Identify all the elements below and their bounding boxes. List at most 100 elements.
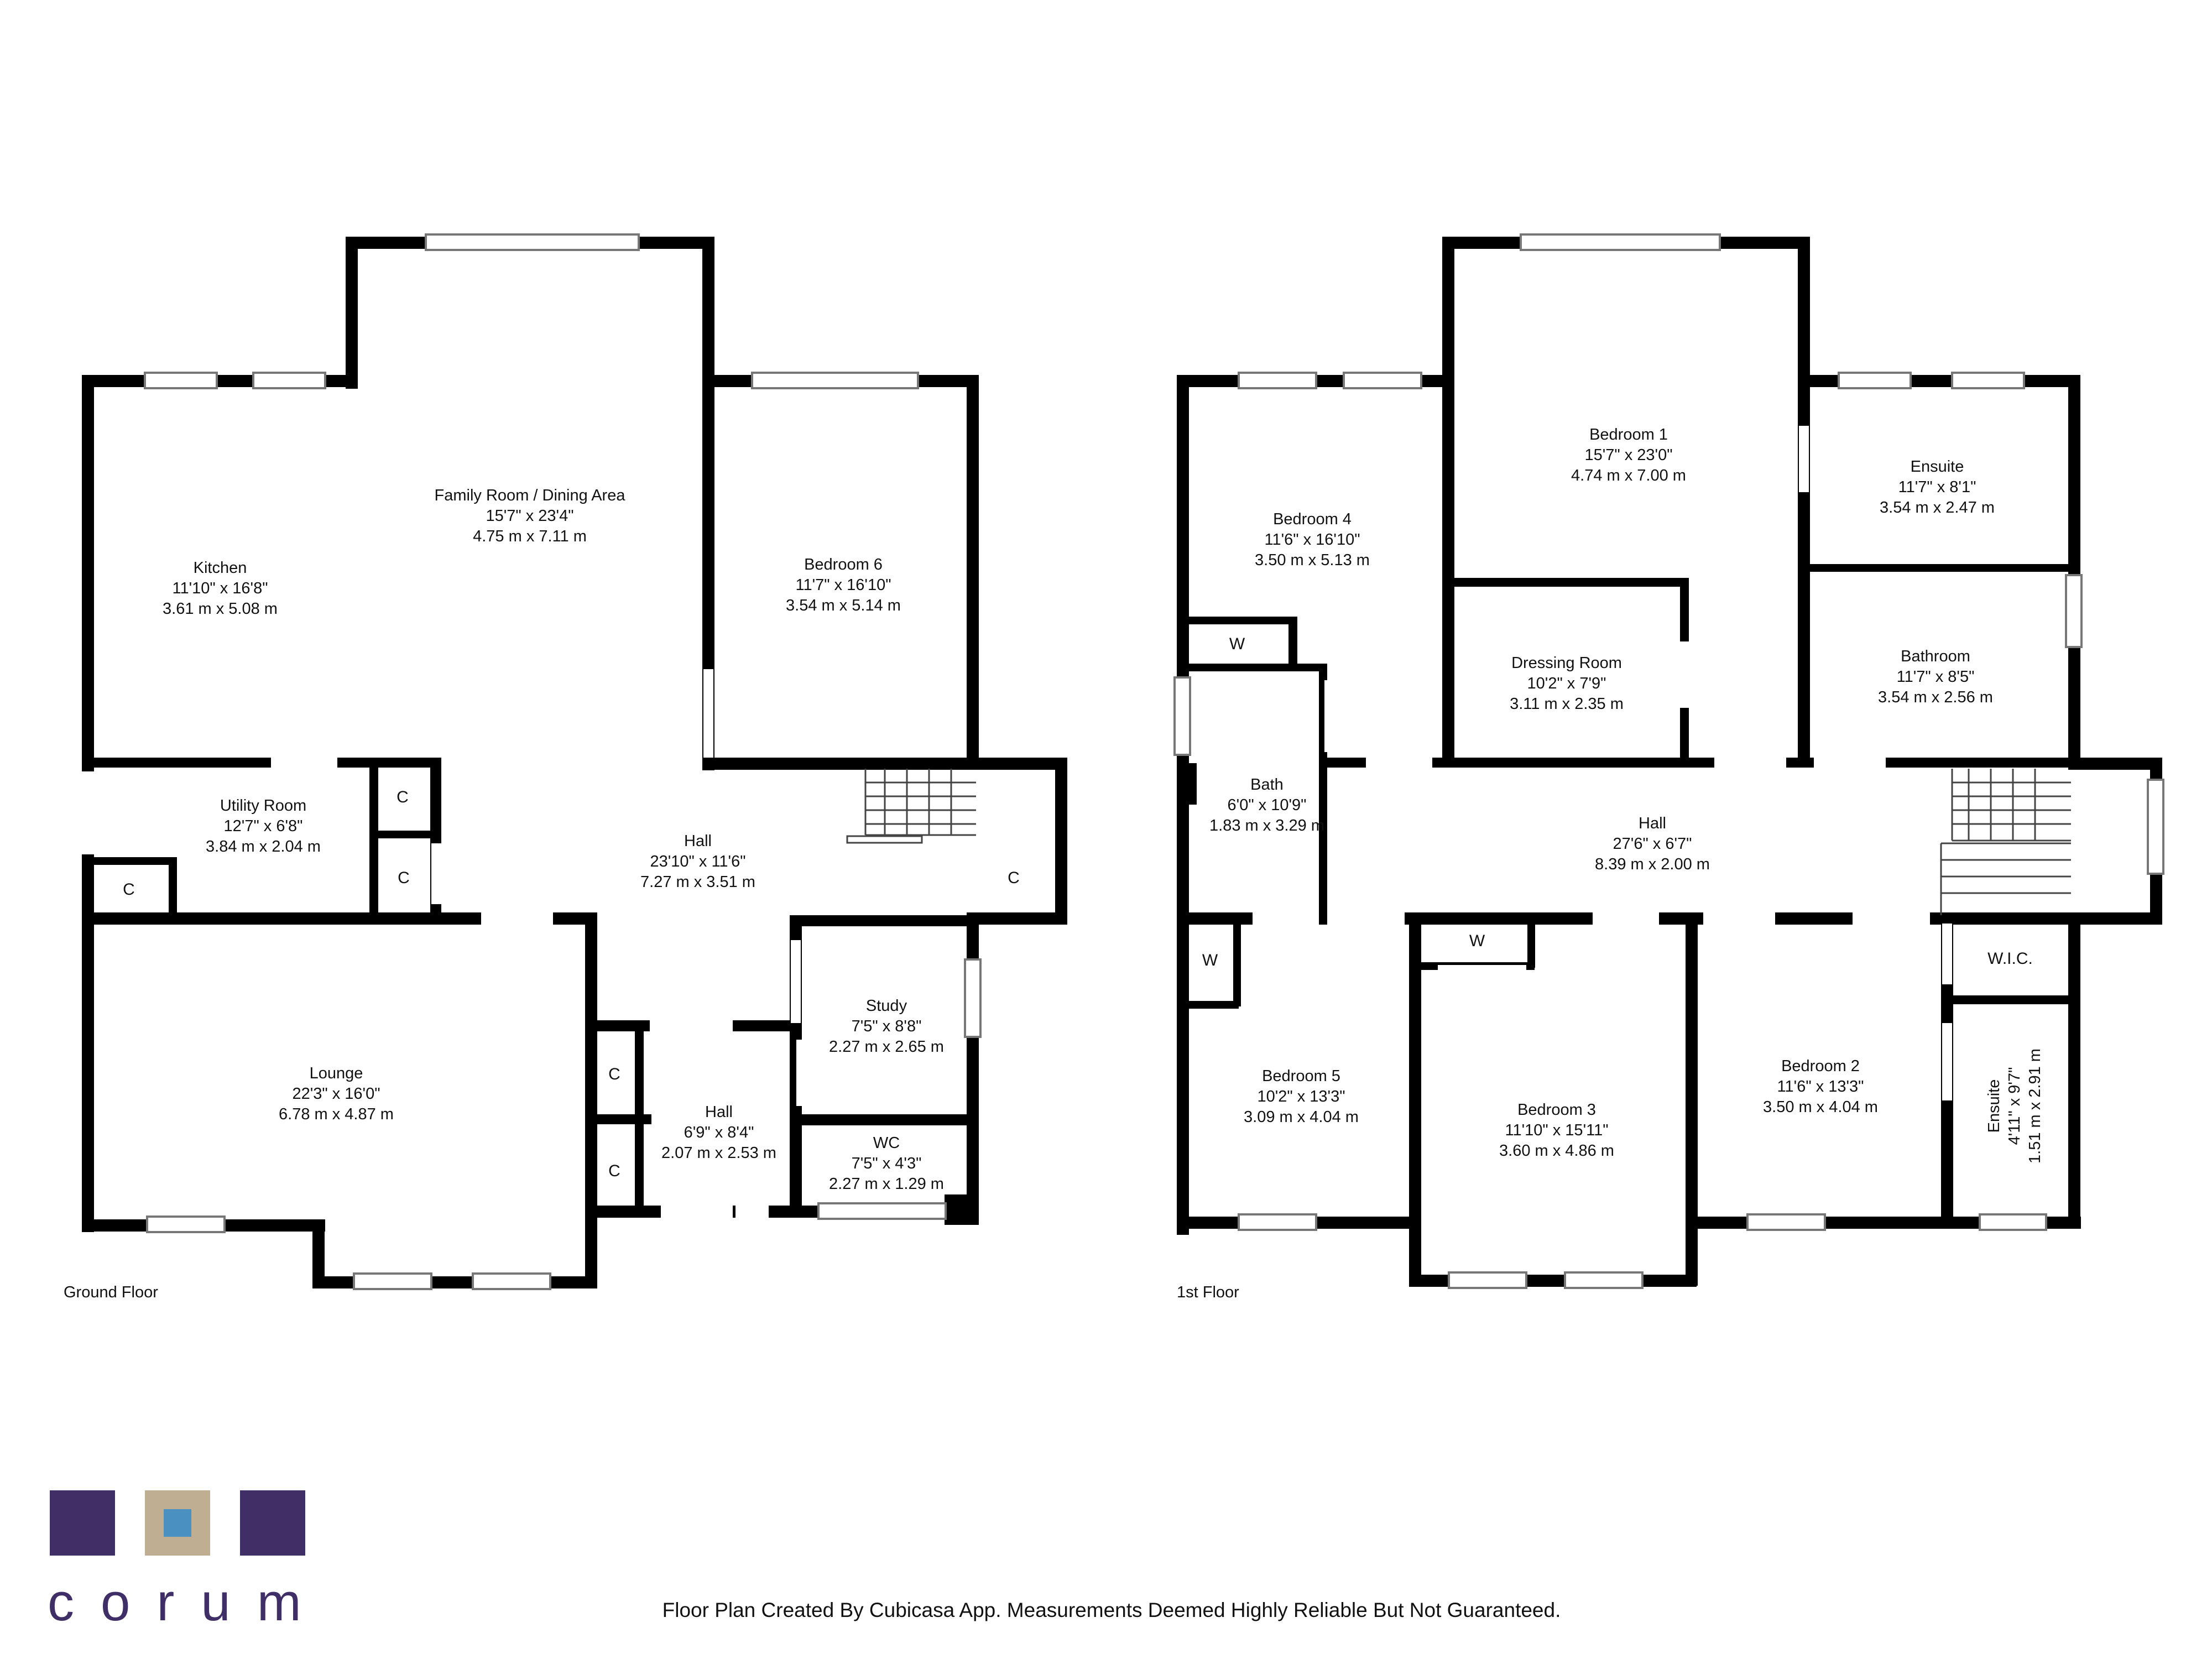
svg-text:11'10" x 15'11": 11'10" x 15'11" [1505,1121,1609,1139]
room-label-bedroom-3: Bedroom 3 11'10" x 15'11" 3.60 m x 4.86 … [1499,1101,1614,1160]
svg-text:4'11" x 9'7": 4'11" x 9'7" [2006,1067,2023,1145]
svg-text:11'7" x 16'10": 11'7" x 16'10" [795,576,891,594]
svg-text:Ensuite: Ensuite [1911,458,1964,476]
svg-text:Hall: Hall [705,1103,733,1121]
floor-label-ground: Ground Floor [64,1284,158,1301]
svg-text:WC: WC [873,1134,900,1152]
svg-text:22'3" x 16'0": 22'3" x 16'0" [292,1085,380,1103]
ground-floor-windows [80,233,982,1290]
svg-text:Bedroom 4: Bedroom 4 [1273,510,1352,528]
svg-text:Bedroom 2: Bedroom 2 [1781,1057,1860,1075]
svg-text:6'0" x 10'9": 6'0" x 10'9" [1228,796,1307,814]
room-label-study: Study 7'5" x 8'8" 2.27 m x 2.65 m [829,997,944,1056]
svg-text:3.54 m x 5.14 m: 3.54 m x 5.14 m [786,597,901,614]
svg-text:Utility Room: Utility Room [220,797,306,815]
first-floor-stairs [1940,769,2071,915]
closet-label: C [1008,869,1020,887]
svg-text:10'2" x 7'9": 10'2" x 7'9" [1527,675,1606,692]
disclaimer-text: Floor Plan Created By Cubicasa App. Meas… [662,1599,1561,1621]
room-label-bedroom-4: Bedroom 4 11'6" x 16'10" 3.50 m x 5.13 m [1255,510,1370,569]
closet-label: C [123,880,135,899]
wardrobe-label: W [1469,932,1485,950]
svg-text:6.78 m x 4.87 m: 6.78 m x 4.87 m [279,1105,394,1123]
svg-text:4.75 m x 7.11 m: 4.75 m x 7.11 m [473,528,587,545]
closet-label: C [608,1065,620,1083]
logo-square-right [240,1490,305,1556]
svg-text:Bedroom 5: Bedroom 5 [1262,1067,1340,1085]
svg-text:3.54 m x 2.47 m: 3.54 m x 2.47 m [1880,499,1995,517]
svg-text:Bathroom: Bathroom [1901,648,1970,665]
closet-label: C [398,869,410,887]
svg-text:Bedroom 1: Bedroom 1 [1589,426,1668,444]
svg-text:Kitchen: Kitchen [194,559,247,577]
svg-text:11'6" x 16'10": 11'6" x 16'10" [1264,531,1360,549]
ground-floor-stairs [846,769,976,844]
svg-text:3.50 m x 5.13 m: 3.50 m x 5.13 m [1255,551,1370,569]
svg-text:7'5" x 8'8": 7'5" x 8'8" [852,1018,922,1035]
svg-text:4.74 m x 7.00 m: 4.74 m x 7.00 m [1571,467,1686,484]
svg-text:Bedroom 6: Bedroom 6 [804,556,883,573]
walk-in-closet-label: W.I.C. [1987,950,2033,968]
svg-text:3.09 m x 4.04 m: 3.09 m x 4.04 m [1244,1108,1359,1126]
room-label-family-room: Family Room / Dining Area 15'7" x 23'4" … [435,487,626,545]
room-label-bedroom-5: Bedroom 5 10'2" x 13'3" 3.09 m x 4.04 m [1244,1067,1359,1126]
svg-text:27'6" x 6'7": 27'6" x 6'7" [1613,835,1692,853]
svg-text:3.60 m x 4.86 m: 3.60 m x 4.86 m [1499,1142,1614,1160]
wardrobe-label: W [1229,635,1245,653]
first-floor-windows [1173,233,2164,1289]
svg-text:12'7" x 6'8": 12'7" x 6'8" [224,817,303,835]
svg-text:1.83 m x 3.29 m: 1.83 m x 3.29 m [1209,817,1324,834]
svg-text:10'2" x 13'3": 10'2" x 13'3" [1257,1088,1345,1105]
ground-floor-walls [82,237,1067,1288]
svg-text:Bedroom 3: Bedroom 3 [1517,1101,1596,1119]
room-label-lounge: Lounge 22'3" x 16'0" 6.78 m x 4.87 m [279,1065,394,1123]
floor-label-first: 1st Floor [1177,1284,1239,1301]
svg-text:11'6" x 13'3": 11'6" x 13'3" [1777,1078,1864,1095]
logo-wordmark: corum [48,1573,328,1632]
svg-text:7.27 m x 3.51 m: 7.27 m x 3.51 m [640,873,755,891]
svg-text:7'5" x 4'3": 7'5" x 4'3" [852,1155,922,1172]
svg-text:11'7" x 8'5": 11'7" x 8'5" [1897,668,1975,686]
logo-square-inner [164,1509,191,1537]
svg-text:11'10" x 16'8": 11'10" x 16'8" [172,580,268,597]
svg-text:3.84 m x 2.04 m: 3.84 m x 2.04 m [206,838,321,855]
svg-text:Study: Study [866,997,907,1015]
svg-text:3.50 m x 4.04 m: 3.50 m x 4.04 m [1763,1098,1878,1116]
svg-text:3.61 m x 5.08 m: 3.61 m x 5.08 m [163,600,278,618]
svg-text:Family Room / Dining Area: Family Room / Dining Area [435,487,626,504]
room-label-bedroom-1: Bedroom 1 15'7" x 23'0" 4.74 m x 7.00 m [1571,426,1686,484]
wardrobe-label: W [1202,951,1218,969]
room-label-wc: WC 7'5" x 4'3" 2.27 m x 1.29 m [829,1134,944,1193]
svg-text:1.51 m x 2.91 m: 1.51 m x 2.91 m [2026,1048,2044,1164]
svg-text:2.27 m x 2.65 m: 2.27 m x 2.65 m [829,1038,944,1056]
svg-text:11'7" x 8'1": 11'7" x 8'1" [1898,478,1976,496]
room-label-hall-small: Hall 6'9" x 8'4" 2.07 m x 2.53 m [661,1103,776,1162]
corum-logo: corum [48,1490,328,1632]
room-label-bath: Bath 6'0" x 10'9" 1.83 m x 3.29 m [1209,776,1324,834]
room-label-utility-room: Utility Room 12'7" x 6'8" 3.84 m x 2.04 … [206,797,321,855]
svg-text:Hall: Hall [684,832,712,850]
svg-text:Ensuite: Ensuite [1985,1079,2003,1133]
svg-text:Hall: Hall [1639,815,1666,832]
room-label-hall-first: Hall 27'6" x 6'7" 8.39 m x 2.00 m [1595,815,1710,873]
svg-text:2.27 m x 1.29 m: 2.27 m x 1.29 m [829,1175,944,1193]
svg-text:Dressing Room: Dressing Room [1511,654,1622,672]
svg-text:6'9" x 8'4": 6'9" x 8'4" [684,1124,754,1141]
svg-text:3.11 m x 2.35 m: 3.11 m x 2.35 m [1510,695,1624,713]
svg-text:15'7" x 23'0": 15'7" x 23'0" [1584,446,1672,464]
svg-text:Lounge: Lounge [310,1065,363,1082]
room-label-dressing-room: Dressing Room 10'2" x 7'9" 3.11 m x 2.35… [1510,654,1624,713]
room-label-kitchen: Kitchen 11'10" x 16'8" 3.61 m x 5.08 m [163,559,278,618]
svg-text:2.07 m x 2.53 m: 2.07 m x 2.53 m [661,1144,776,1162]
room-label-bedroom-2: Bedroom 2 11'6" x 13'3" 3.50 m x 4.04 m [1763,1057,1878,1116]
room-label-bathroom: Bathroom 11'7" x 8'5" 3.54 m x 2.56 m [1878,648,1993,706]
svg-text:Bath: Bath [1250,776,1284,794]
svg-text:15'7" x 23'4": 15'7" x 23'4" [486,507,573,525]
room-label-ensuite-2: Ensuite 4'11" x 9'7" 1.51 m x 2.91 m [1985,1048,2044,1164]
room-label-hall-ground: Hall 23'10" x 11'6" 7.27 m x 3.51 m [640,832,755,891]
closet-label: C [397,788,409,806]
svg-text:3.54 m x 2.56 m: 3.54 m x 2.56 m [1878,688,1993,706]
svg-text:8.39 m x 2.00 m: 8.39 m x 2.00 m [1595,855,1710,873]
svg-text:23'10" x 11'6": 23'10" x 11'6" [650,853,745,870]
